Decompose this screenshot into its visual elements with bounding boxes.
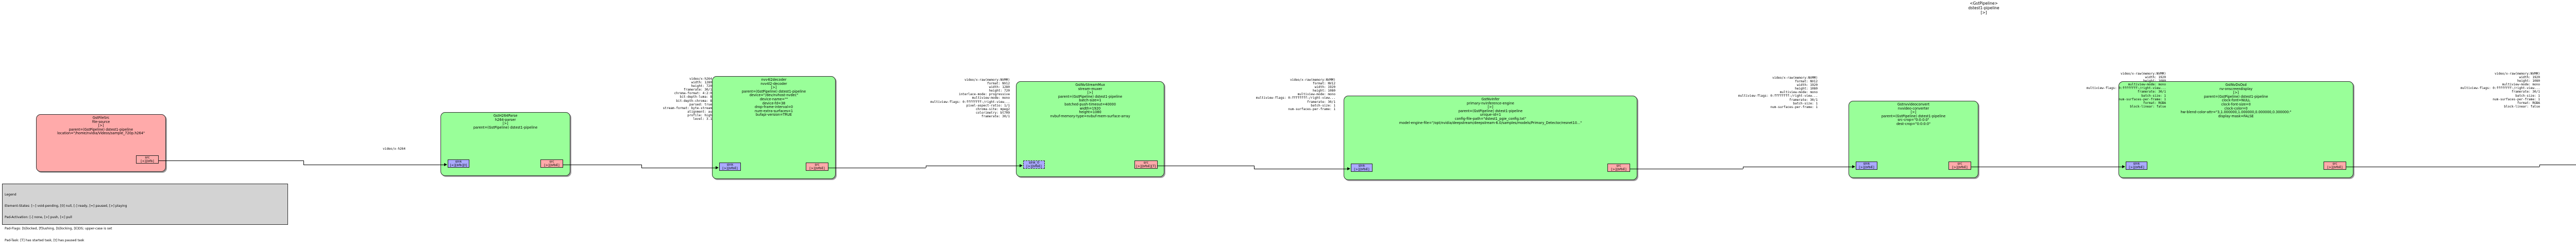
link-arrow-nvv4l2-decoder [716, 166, 719, 169]
pad-sink-h264-parser: sink [<][bfb][t] [448, 159, 469, 168]
caps-label-caps-4: video/x-raw(memory:NVMM) format: NV12 wi… [1256, 78, 1335, 111]
element-header-nvv4l2-decoder: nvv4l2decoder nvv4l2-decoder [>] parent=… [741, 78, 806, 117]
element-header-nvvideo-converter: Gstnvvideoconvert nvvideo-converter [>] … [1881, 102, 1946, 126]
caps-label-caps-2: video/x-h264 width: 1280 height: 720 fra… [663, 77, 712, 121]
caps-label-caps-5: video/x-raw(memory:NVMM) format: NV12 wi… [1738, 76, 1818, 109]
caps-label-caps-7: video/x-raw(memory:NVMM) width: 1920 hei… [2460, 72, 2540, 109]
element-header-stream-muxer: GstNvStreamMux stream-muxer [>] parent=(… [1050, 83, 1130, 118]
link-joint-file-source [303, 160, 304, 165]
caps-label-caps-6: video/x-raw(memory:NVMM) width: 1920 hei… [2086, 72, 2166, 109]
pipeline-title: <GstPipeline> dstest1-pipeline [>] [1968, 1, 1999, 15]
pad-src-primary-nvinference-engine: src [>][bfbE] [1607, 164, 1630, 172]
link-arrow-nv-onscreendisplay [2122, 165, 2125, 168]
legend-pad-activation: Pad-Activation: [-] none, [>] push, [<] … [5, 216, 72, 220]
pad-src-stream-muxer: src [>][bfbE][T] [1134, 160, 1158, 169]
link-arrow-stream-muxer [1020, 164, 1023, 167]
link-joint-h264-parser [641, 165, 642, 168]
caps-label-caps-3: video/x-raw(memory:NVMM) format: NV12 wi… [930, 78, 1010, 118]
pipeline-graph: <GstPipeline> dstest1-pipeline [>] GstFi… [2, 1, 2576, 242]
pad-src-nv-onscreendisplay: src [>][bfbE] [2324, 162, 2346, 170]
pad-sink-nvv4l2-decoder: sink [>][bfbE] [719, 163, 741, 171]
link-arrow-primary-nvinference-engine [1347, 167, 1350, 170]
element-header-h264-parser: GstH264Parse h264-parser [>] parent=(Gst… [473, 114, 538, 130]
pad-src-h264-parser: src [>][bfbE] [540, 159, 563, 168]
element-nvv4l2-decoder: nvv4l2decoder nvv4l2-decoder [>] parent=… [712, 76, 836, 179]
link-arrow-h264-parser [444, 163, 447, 166]
link-joint-nv-onscreendisplay [2539, 165, 2540, 167]
element-header-nv-onscreendisplay: GstNvDsOsd nv-onscreendisplay [>] parent… [2180, 83, 2292, 118]
legend-title: Legend [5, 192, 16, 197]
legend-pad-flags: Pad-Flags: [b]locked, [f]lushing, [b]loc… [5, 227, 112, 231]
pad-sink-nv-onscreendisplay: sink [>][bfbE] [2126, 162, 2147, 170]
legend-box: Legend Element-States: [~] void-pending,… [2, 184, 288, 242]
link-arrow-nvvideo-converter [1852, 165, 1855, 168]
legend-element-states: Element-States: [~] void-pending, [0] nu… [5, 204, 127, 208]
caps-label-caps-1: video/x-h264 [382, 147, 406, 151]
link-file-source-to-h264-parser [159, 160, 303, 161]
pad-src-nvvideo-converter: src [>][bfbE] [1948, 162, 1971, 170]
pad-src-file-source: src [<][bfb] [136, 155, 159, 164]
element-primary-nvinference-engine: GstNvInfer primary-nvinference-engine [>… [1344, 96, 1637, 180]
element-header-file-source: GstFileSrc file-source [>] parent=(GstPi… [57, 116, 145, 136]
link-joint-stream-muxer [1254, 166, 1255, 169]
pad-sink-primary-nvinference-engine: sink [>][bfbE] [1351, 164, 1372, 172]
element-nv-onscreendisplay: GstNvDsOsd nv-onscreendisplay [>] parent… [2119, 81, 2353, 178]
pad-sink-stream-muxer: sink_0 [>][bfbE] [1023, 160, 1045, 169]
legend-pad-task: Pad-Task: [T] has started task, [t] has … [5, 238, 84, 242]
element-header-primary-nvinference-engine: GstNvInfer primary-nvinference-engine [>… [1399, 97, 1582, 125]
pad-sink-nvvideo-converter: sink [>][bfbE] [1856, 162, 1877, 170]
pad-src-nvv4l2-decoder: src [>][bfbE] [806, 163, 828, 171]
